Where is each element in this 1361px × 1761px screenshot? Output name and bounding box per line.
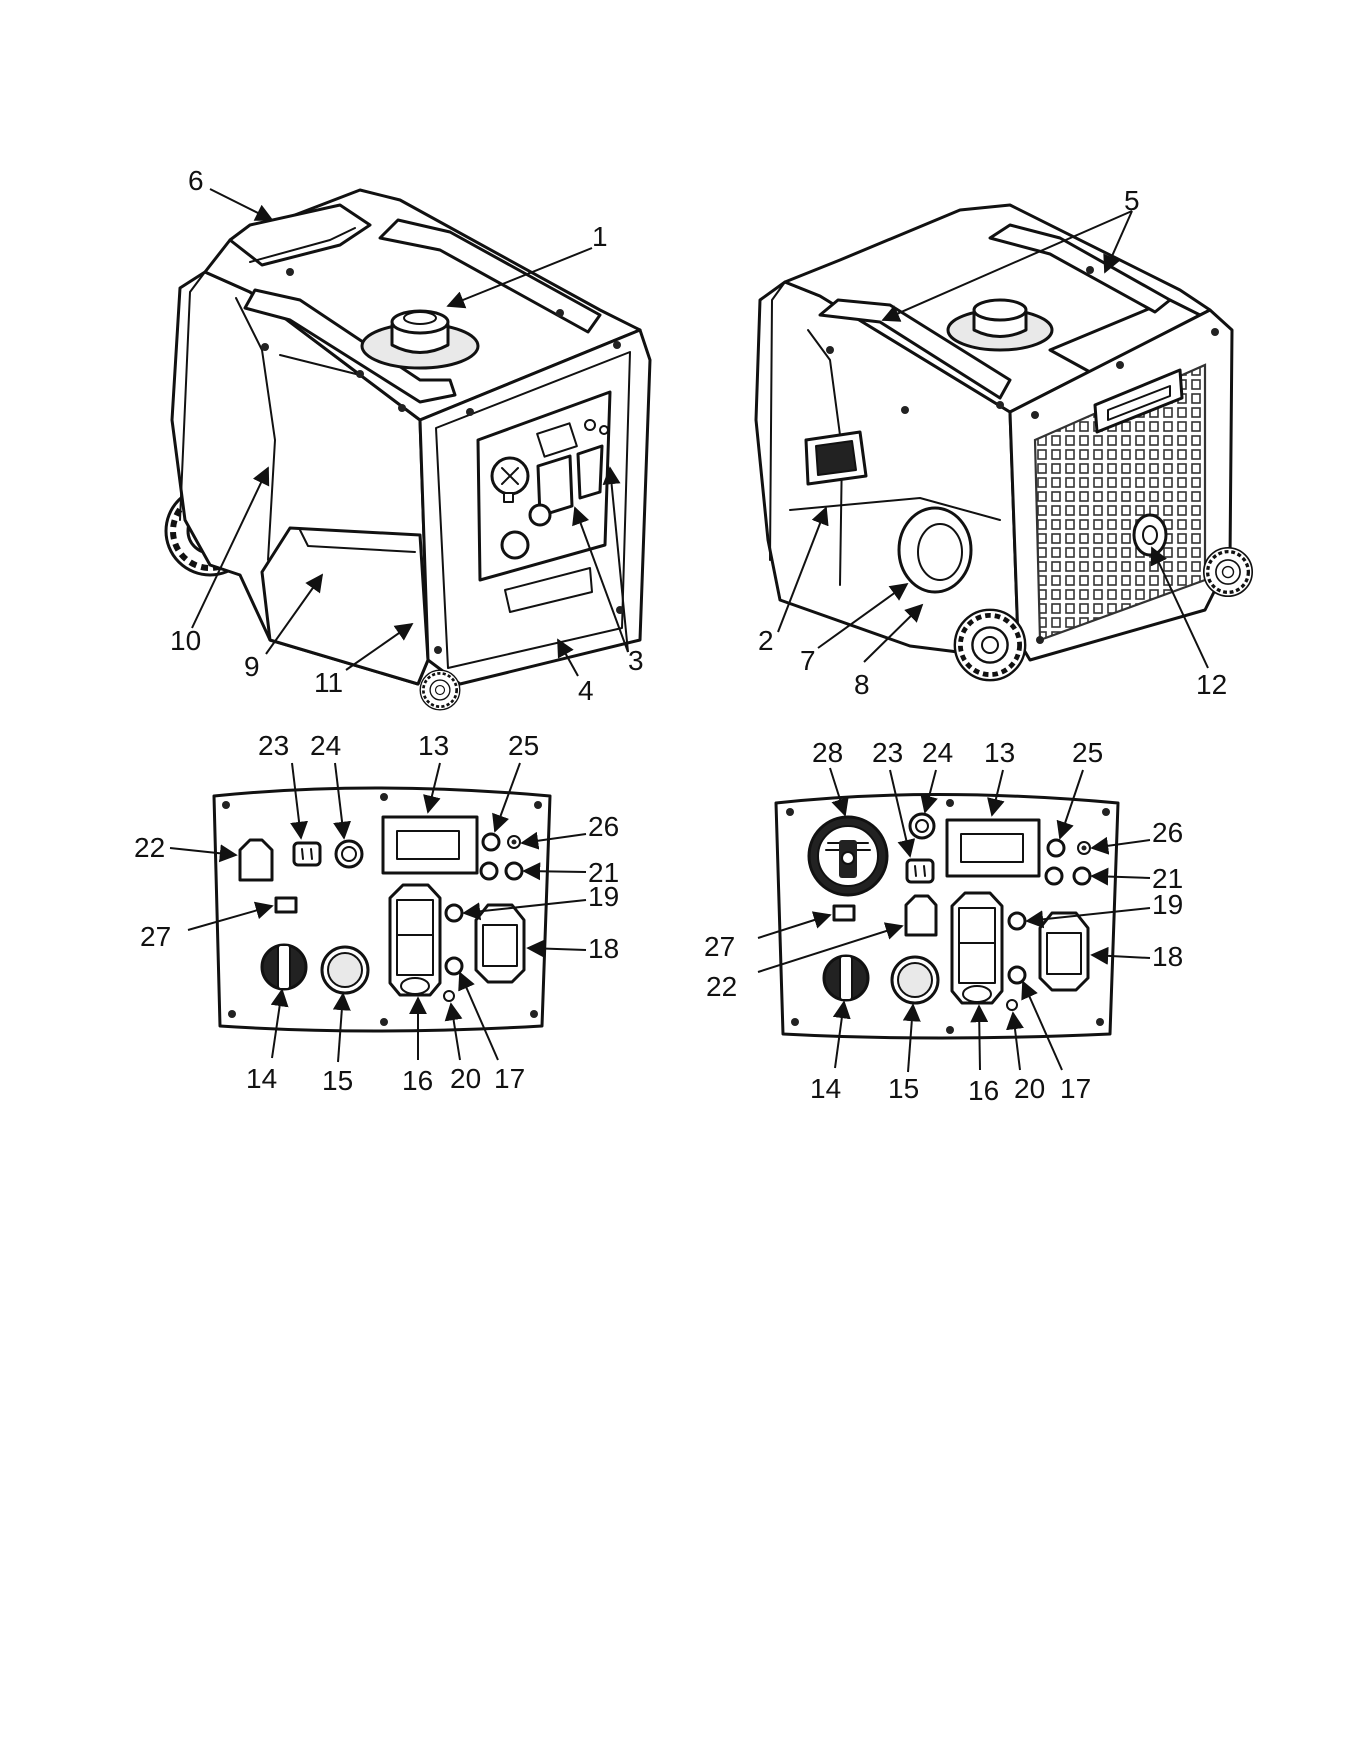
- panel-right-label-20: 20: [1014, 1073, 1045, 1104]
- rear-view-far-wheel: [1204, 548, 1252, 596]
- panel-right-label-25: 25: [1072, 737, 1103, 768]
- callout-12: 12: [1196, 669, 1227, 700]
- panel-left-label-14: 14: [246, 1063, 277, 1094]
- generator-front-view: [166, 190, 650, 710]
- callout-9: 9: [244, 651, 260, 682]
- panel-left-label-18: 18: [588, 933, 619, 964]
- panel-right-label-24: 24: [922, 737, 953, 768]
- generator-rear-view: [756, 205, 1252, 680]
- panel-left-label-17: 17: [494, 1063, 525, 1094]
- panel-right-label-15: 15: [888, 1073, 919, 1104]
- callout-8: 8: [854, 669, 870, 700]
- callout-1: 1: [592, 221, 608, 252]
- panel-left-label-16: 16: [402, 1065, 433, 1096]
- panel-left-label-20: 20: [450, 1063, 481, 1094]
- rear-view-wheel: [955, 610, 1025, 680]
- panel-left-label-15: 15: [322, 1065, 353, 1096]
- panel-right-label-26: 26: [1152, 817, 1183, 848]
- panel-left-label-13: 13: [418, 730, 449, 761]
- callout-10: 10: [170, 625, 201, 656]
- panel-left-label-22: 22: [134, 832, 165, 863]
- callout-7: 7: [800, 645, 816, 676]
- front-view-near-wheel: [420, 670, 460, 710]
- callout-5: 5: [1124, 185, 1140, 216]
- panel-right-label-13: 13: [984, 737, 1015, 768]
- panel-right-label-16: 16: [968, 1075, 999, 1106]
- panel-right-label-17: 17: [1060, 1073, 1091, 1104]
- callout-11: 11: [314, 667, 343, 698]
- panel-right-label-22: 22: [706, 971, 737, 1002]
- panel-left-label-26: 26: [588, 811, 619, 842]
- panel-right-label-19: 19: [1152, 889, 1183, 920]
- callout-4: 4: [578, 675, 594, 706]
- panel-left-label-19: 19: [588, 881, 619, 912]
- callout-6: 6: [188, 165, 204, 196]
- callout-3: 3: [628, 645, 644, 676]
- panel-right-label-28: 28: [812, 737, 843, 768]
- panel-left-label-23: 23: [258, 730, 289, 761]
- panel-right-label-18: 18: [1152, 941, 1183, 972]
- panel-left-label-27: 27: [140, 921, 171, 952]
- panel-left-label-24: 24: [310, 730, 341, 761]
- panel-right-label-23: 23: [872, 737, 903, 768]
- callout-2: 2: [758, 625, 774, 656]
- panel-right-label-27: 27: [704, 931, 735, 962]
- panel-left-label-25: 25: [508, 730, 539, 761]
- panel-right-label-14: 14: [810, 1073, 841, 1104]
